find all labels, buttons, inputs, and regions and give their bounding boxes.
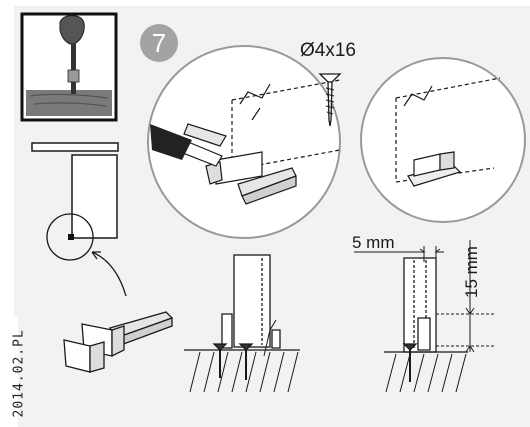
wedge-connector-part	[63, 311, 174, 373]
height-dimension-label: 15 mm	[461, 246, 481, 298]
mounting-section-view	[184, 254, 300, 393]
installed-detail-circle	[360, 57, 526, 223]
dimension-section-view	[354, 240, 494, 393]
cutting-detail-circle	[147, 45, 341, 239]
screwdriver-thumbnail	[20, 12, 118, 122]
gap-dimension-label: 5 mm	[352, 233, 395, 252]
side-date-label: 2014.02.PL	[11, 329, 27, 418]
screw-spec-label: Ø4x16	[300, 40, 356, 61]
side-label-strip	[0, 317, 18, 427]
cabinet-side-elevation	[31, 142, 127, 297]
screw-icon	[318, 73, 342, 127]
step-number-badge: 7	[140, 24, 178, 62]
